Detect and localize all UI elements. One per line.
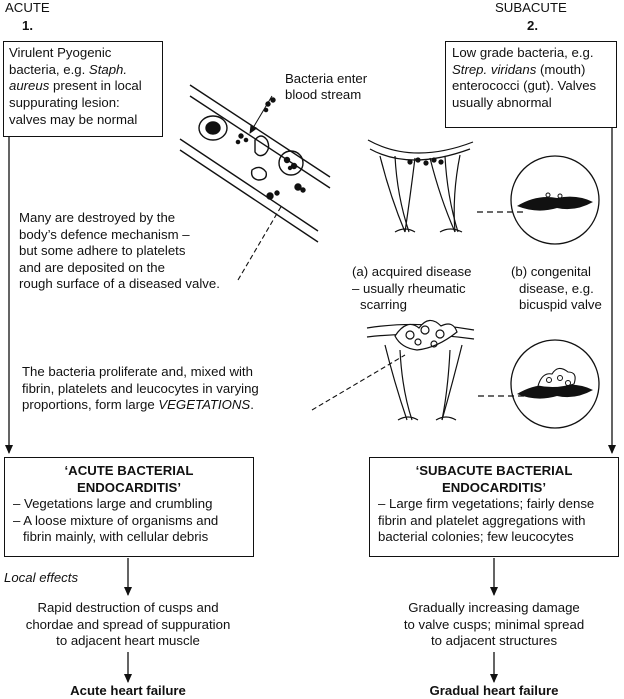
subacute-effect-line1: Gradually increasing damage	[408, 600, 580, 615]
acute-effect-text: Rapid destruction of cusps and chordae a…	[12, 600, 244, 650]
subacute-source-box: Low grade bacteria, e.g. Strep. viridans…	[445, 41, 617, 128]
subacute-source-line1: Low grade bacteria, e.g.	[452, 45, 594, 60]
acute-source-organism-species: aureus	[9, 78, 50, 94]
acute-effect-line2: chordae and spread of suppuration	[25, 616, 231, 632]
subacute-heading: SUBACUTE	[495, 0, 567, 15]
subacute-box-line1: – Large firm vegetations; fairly dense	[378, 496, 595, 511]
congenital-line1: (b) congenital	[511, 264, 591, 279]
subacute-box-line2: fibrin and platelet aggregations with	[378, 512, 586, 528]
subacute-source-line3: enterococci (gut). Valves	[452, 78, 597, 94]
destroyed-line2: body’s defence mechanism –	[19, 226, 190, 242]
acute-box-line3: fibrin mainly, with cellular debris	[23, 529, 209, 544]
destroyed-connector	[237, 204, 283, 281]
subacute-source-organism: Strep. viridans	[452, 61, 537, 77]
acute-source-organism: Staph.	[88, 61, 128, 77]
subacute-outcome: Gradual heart failure	[429, 683, 559, 698]
proliferate-connector	[311, 354, 406, 411]
acquired-line3: scarring	[360, 297, 407, 312]
subacute-box-title2: ENDOCARDITIS’	[441, 479, 547, 495]
proliferate-line3-end: .	[250, 397, 254, 412]
congenital-line3: bicuspid valve	[519, 297, 602, 312]
vegetation-circle-illustration	[510, 339, 600, 429]
acute-heading: ACUTE	[5, 0, 50, 15]
subacute-effect-line3: to adjacent structures	[430, 633, 558, 648]
bacteria-enter-line2: blood stream	[285, 87, 362, 103]
proliferate-line3: proportions, form large	[22, 397, 159, 412]
destroyed-text: Many are destroyed by the body’s defence…	[19, 210, 220, 293]
blood-vessel-illustration	[179, 84, 331, 243]
subacute-box-line3: bacterial colonies; few leucocytes	[378, 529, 574, 544]
local-effects-label: Local effects	[4, 570, 79, 585]
subacute-source-line4: usually abnormal	[452, 94, 552, 110]
acute-box-title2: ENDOCARDITIS’	[76, 479, 182, 495]
congenital-caption: (b) congenital disease, e.g. bicuspid va…	[511, 264, 602, 314]
bacteria-enter-pointer	[249, 95, 273, 134]
acute-source-line1: Virulent Pyogenic	[9, 45, 112, 60]
acute-number: 1.	[22, 18, 33, 33]
subacute-box-title1: ‘SUBACUTE BACTERIAL	[415, 463, 573, 478]
valve-vegetations-illustration	[366, 319, 475, 421]
acute-source-line2: bacteria, e.g.	[9, 61, 89, 77]
subacute-effect-line2: to valve cusps; minimal spread	[403, 616, 585, 632]
acute-source-line3: present in local	[49, 78, 142, 94]
acute-box-line1: – Vegetations large and crumbling	[13, 496, 213, 511]
subacute-effect-text: Gradually increasing damage to valve cus…	[384, 600, 604, 650]
acute-source-line4: suppurating lesion:	[9, 94, 120, 110]
acquired-line1: (a) acquired disease	[352, 264, 472, 279]
acquired-caption: (a) acquired disease – usually rheumatic…	[352, 264, 472, 314]
valve-congenital-illustration	[510, 155, 600, 245]
subacute-source-line2: (mouth)	[536, 61, 586, 77]
destroyed-line3: but some adhere to platelets	[19, 243, 186, 258]
vegetations-term: VEGETATIONS	[158, 397, 251, 412]
acquired-line2: – usually rheumatic	[352, 280, 466, 296]
congenital-line2: disease, e.g.	[519, 280, 594, 296]
subacute-number: 2.	[527, 18, 538, 33]
destroyed-line4: and are deposited on the	[19, 259, 165, 275]
bacteria-enter-label: Bacteria enter blood stream	[285, 71, 367, 103]
acute-box-title1: ‘ACUTE BACTERIAL	[64, 463, 194, 478]
subacute-endocarditis-box: ‘SUBACUTE BACTERIAL ENDOCARDITIS’ – Larg…	[369, 457, 619, 557]
acute-source-line5: valves may be normal	[9, 111, 138, 127]
acute-box-line2: – A loose mixture of organisms and	[13, 512, 219, 528]
valve-acquired-illustration	[367, 139, 474, 233]
acute-effect-line3: to adjacent heart muscle	[56, 633, 200, 648]
proliferate-line1: The bacteria proliferate and, mixed with	[22, 364, 253, 379]
bacteria-enter-line1: Bacteria enter	[285, 71, 368, 86]
acute-effect-line1: Rapid destruction of cusps and	[37, 600, 219, 615]
acute-outcome: Acute heart failure	[70, 683, 186, 698]
destroyed-line5: rough surface of a diseased valve.	[19, 276, 220, 291]
destroyed-line1: Many are destroyed by the	[19, 210, 176, 225]
proliferate-line2: fibrin, platelets and leucocytes in vary…	[22, 380, 259, 396]
proliferate-text: The bacteria proliferate and, mixed with…	[22, 364, 259, 414]
acute-endocarditis-box: ‘ACUTE BACTERIAL ENDOCARDITIS’ – Vegetat…	[4, 457, 254, 557]
acute-source-box: Virulent Pyogenic bacteria, e.g. Staph. …	[3, 41, 163, 137]
